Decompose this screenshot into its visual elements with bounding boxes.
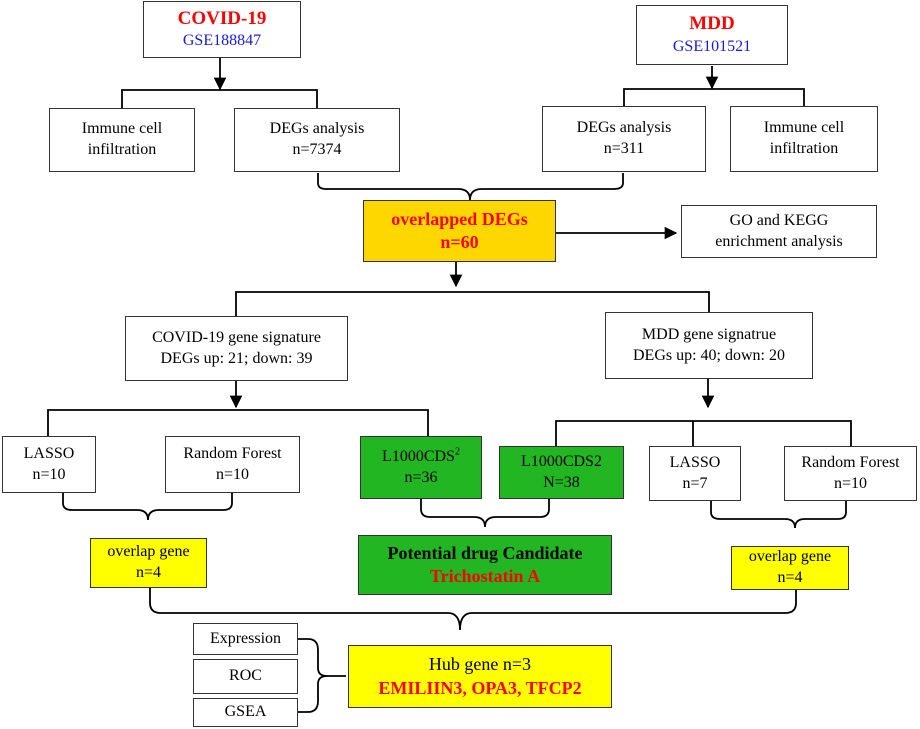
signature-branch <box>235 291 710 316</box>
mdd-immune-line1: Immune cell <box>763 119 845 137</box>
mdd-overlap-box: overlap gene n=4 <box>731 546 849 590</box>
overlapped-degs-title: overlapped DEGs <box>391 208 528 229</box>
l1000-a-count: n=36 <box>404 468 438 486</box>
gsea-box: GSEA <box>193 698 298 727</box>
covid-title: COVID-19 <box>177 7 267 29</box>
roc-label: ROC <box>229 667 262 685</box>
l1000-b-count: N=38 <box>543 473 580 491</box>
covid-degs-line1: DEGs analysis <box>269 120 365 138</box>
mdd-immune-line2: infiltration <box>769 140 839 157</box>
mdd-source-box: MDD GSE101521 <box>636 5 788 65</box>
l1000-brace <box>420 499 550 528</box>
covid-signature-counts: DEGs up: 21; down: 39 <box>160 349 313 367</box>
covid-lasso-label: LASSO <box>23 444 75 462</box>
degs-merge-brace <box>317 173 624 201</box>
expression-label: Expression <box>209 629 282 647</box>
covid-overlap-box: overlap gene n=4 <box>90 538 207 588</box>
l1000-a-sup: 2 <box>454 446 460 458</box>
enrichment-line1: GO and KEGG <box>729 211 829 229</box>
mdd-rf-box: Random Forest n=10 <box>784 446 917 501</box>
validation-brace-bottom <box>298 675 328 713</box>
mdd-overlap-label: overlap gene <box>748 548 832 566</box>
hub-merge-brace <box>149 586 797 631</box>
covid-signature-box: COVID-19 gene signature DEGs up: 21; dow… <box>125 316 348 381</box>
drug-candidate-box: Potential drug Candidate Trichostatin A <box>358 535 612 595</box>
covid-source-box: COVID-19 GSE188847 <box>143 1 301 58</box>
covid-signature-branch <box>47 409 429 436</box>
mdd-lasso-label: LASSO <box>669 453 721 471</box>
mdd-rf-label: Random Forest <box>801 453 900 471</box>
mdd-signature-title: MDD gene signatrue <box>641 325 777 343</box>
enrichment-box: GO and KEGG enrichment analysis <box>681 205 877 258</box>
mdd-dataset: GSE101521 <box>672 37 752 55</box>
mdd-signature-counts: DEGs up: 40; down: 20 <box>633 346 785 364</box>
l1000-b-title: L1000CDS2 <box>521 452 602 470</box>
mdd-degs-line1: DEGs analysis <box>576 119 672 137</box>
roc-box: ROC <box>193 659 298 694</box>
covid-signature-title: COVID-19 gene signature <box>152 328 321 346</box>
mdd-lasso-count: n=7 <box>682 474 708 492</box>
mdd-lasso-box: LASSO n=7 <box>649 446 741 501</box>
covid-rf-box: Random Forest n=10 <box>165 436 300 493</box>
mdd-degs-count: n=311 <box>603 140 645 157</box>
mdd-rf-count: n=10 <box>833 474 868 492</box>
mdd-overlap-count: n=4 <box>777 569 803 586</box>
mdd-signature-branch <box>555 420 852 468</box>
hub-gene-box: Hub gene n=3 EMILIIN3, OPA3, TFCP2 <box>348 645 612 708</box>
drug-candidate-title: Potential drug Candidate <box>387 542 583 563</box>
mdd-degs-box: DEGs analysis n=311 <box>542 106 706 172</box>
gsea-label: GSEA <box>224 703 267 721</box>
covid-rf-label: Random Forest <box>183 444 282 462</box>
drug-candidate-name: Trichostatin A <box>429 566 541 586</box>
covid-immune-line2: infiltration <box>87 141 157 158</box>
overlapped-degs-count: n=60 <box>440 232 479 252</box>
covid-overlap-label: overlap gene <box>107 543 190 561</box>
l1000-a-name: L1000CDS <box>382 447 455 465</box>
expression-box: Expression <box>193 623 298 655</box>
validation-brace-top <box>298 638 346 677</box>
mdd-ml-brace <box>710 501 847 529</box>
mdd-immune-box: Immune cell infiltration <box>730 106 878 172</box>
hub-gene-list: EMILIIN3, OPA3, TFCP2 <box>378 677 582 698</box>
covid-immune-line1: Immune cell <box>81 120 163 138</box>
covid-degs-box: DEGs analysis n=7374 <box>234 108 400 172</box>
covid-lasso-box: LASSO n=10 <box>2 436 96 493</box>
overlapped-degs-box: overlapped DEGs n=60 <box>363 200 556 262</box>
covid-rf-count: n=10 <box>215 465 250 483</box>
covid-dataset: GSE188847 <box>182 32 262 50</box>
covid-lasso-count: n=10 <box>32 465 66 483</box>
covid-degs-count: n=7374 <box>292 141 342 158</box>
mdd-title: MDD <box>689 13 735 35</box>
mdd-signature-box: MDD gene signatrue DEGs up: 40; down: 20 <box>605 312 813 379</box>
hub-gene-title: Hub gene n=3 <box>428 654 532 675</box>
covid-overlap-count: n=4 <box>135 564 162 581</box>
mdd-branch <box>623 88 805 106</box>
covid-branch <box>121 89 318 108</box>
l1000-box-b: L1000CDS2 N=38 <box>499 446 624 499</box>
covid-ml-brace <box>62 493 233 521</box>
covid-immune-box: Immune cell infiltration <box>49 108 195 172</box>
l1000-a-title: L1000CDS2 <box>382 447 460 468</box>
l1000-box-a: L1000CDS2 n=36 <box>360 436 482 499</box>
enrichment-line2: enrichment analysis <box>715 232 843 250</box>
